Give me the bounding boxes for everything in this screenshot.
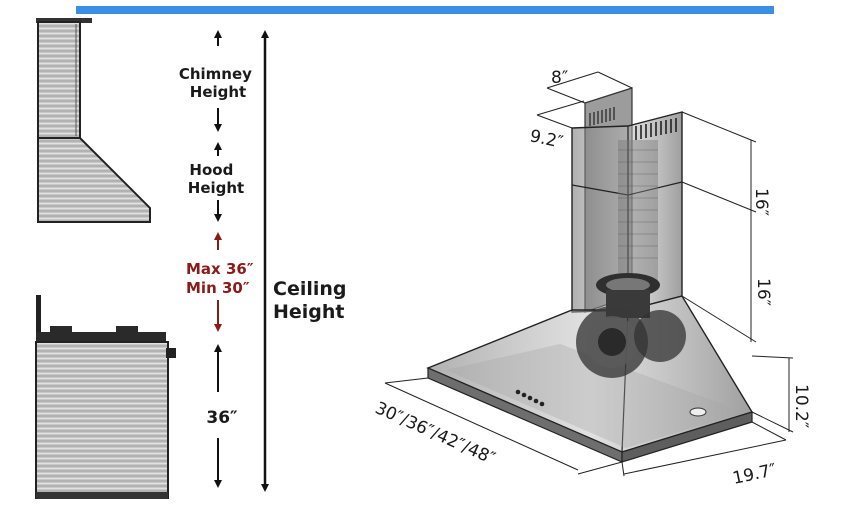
chimney-depth-dim: 9.2″ <box>528 126 565 153</box>
hood-height-label: Hood Height <box>188 161 244 197</box>
hood-widths-dim: 30″/36″/42″/48″ <box>372 398 498 469</box>
hood-3d-view <box>426 87 754 463</box>
hood-depth-dim: 19.7″ <box>731 460 778 489</box>
chimney-height-label: Chimney Height <box>179 65 257 101</box>
chimney-lower-dim: 16″ <box>753 278 773 306</box>
ceiling-height-label: Ceiling Height <box>273 278 353 323</box>
clearance-max-label: Max 36″ <box>186 260 254 278</box>
counter-height-label: 36″ <box>206 408 238 428</box>
chimney-upper-dim: 16″ <box>751 188 771 216</box>
side-view-hood <box>36 18 151 223</box>
hood-height-dim: 10.2″ <box>791 384 811 428</box>
dimension-lines <box>384 71 794 477</box>
clearance-min-label: Min 30″ <box>186 279 250 297</box>
chimney-width-dim: 8″ <box>551 68 568 88</box>
top-accent-bar <box>76 6 774 14</box>
range-stove <box>35 295 176 499</box>
